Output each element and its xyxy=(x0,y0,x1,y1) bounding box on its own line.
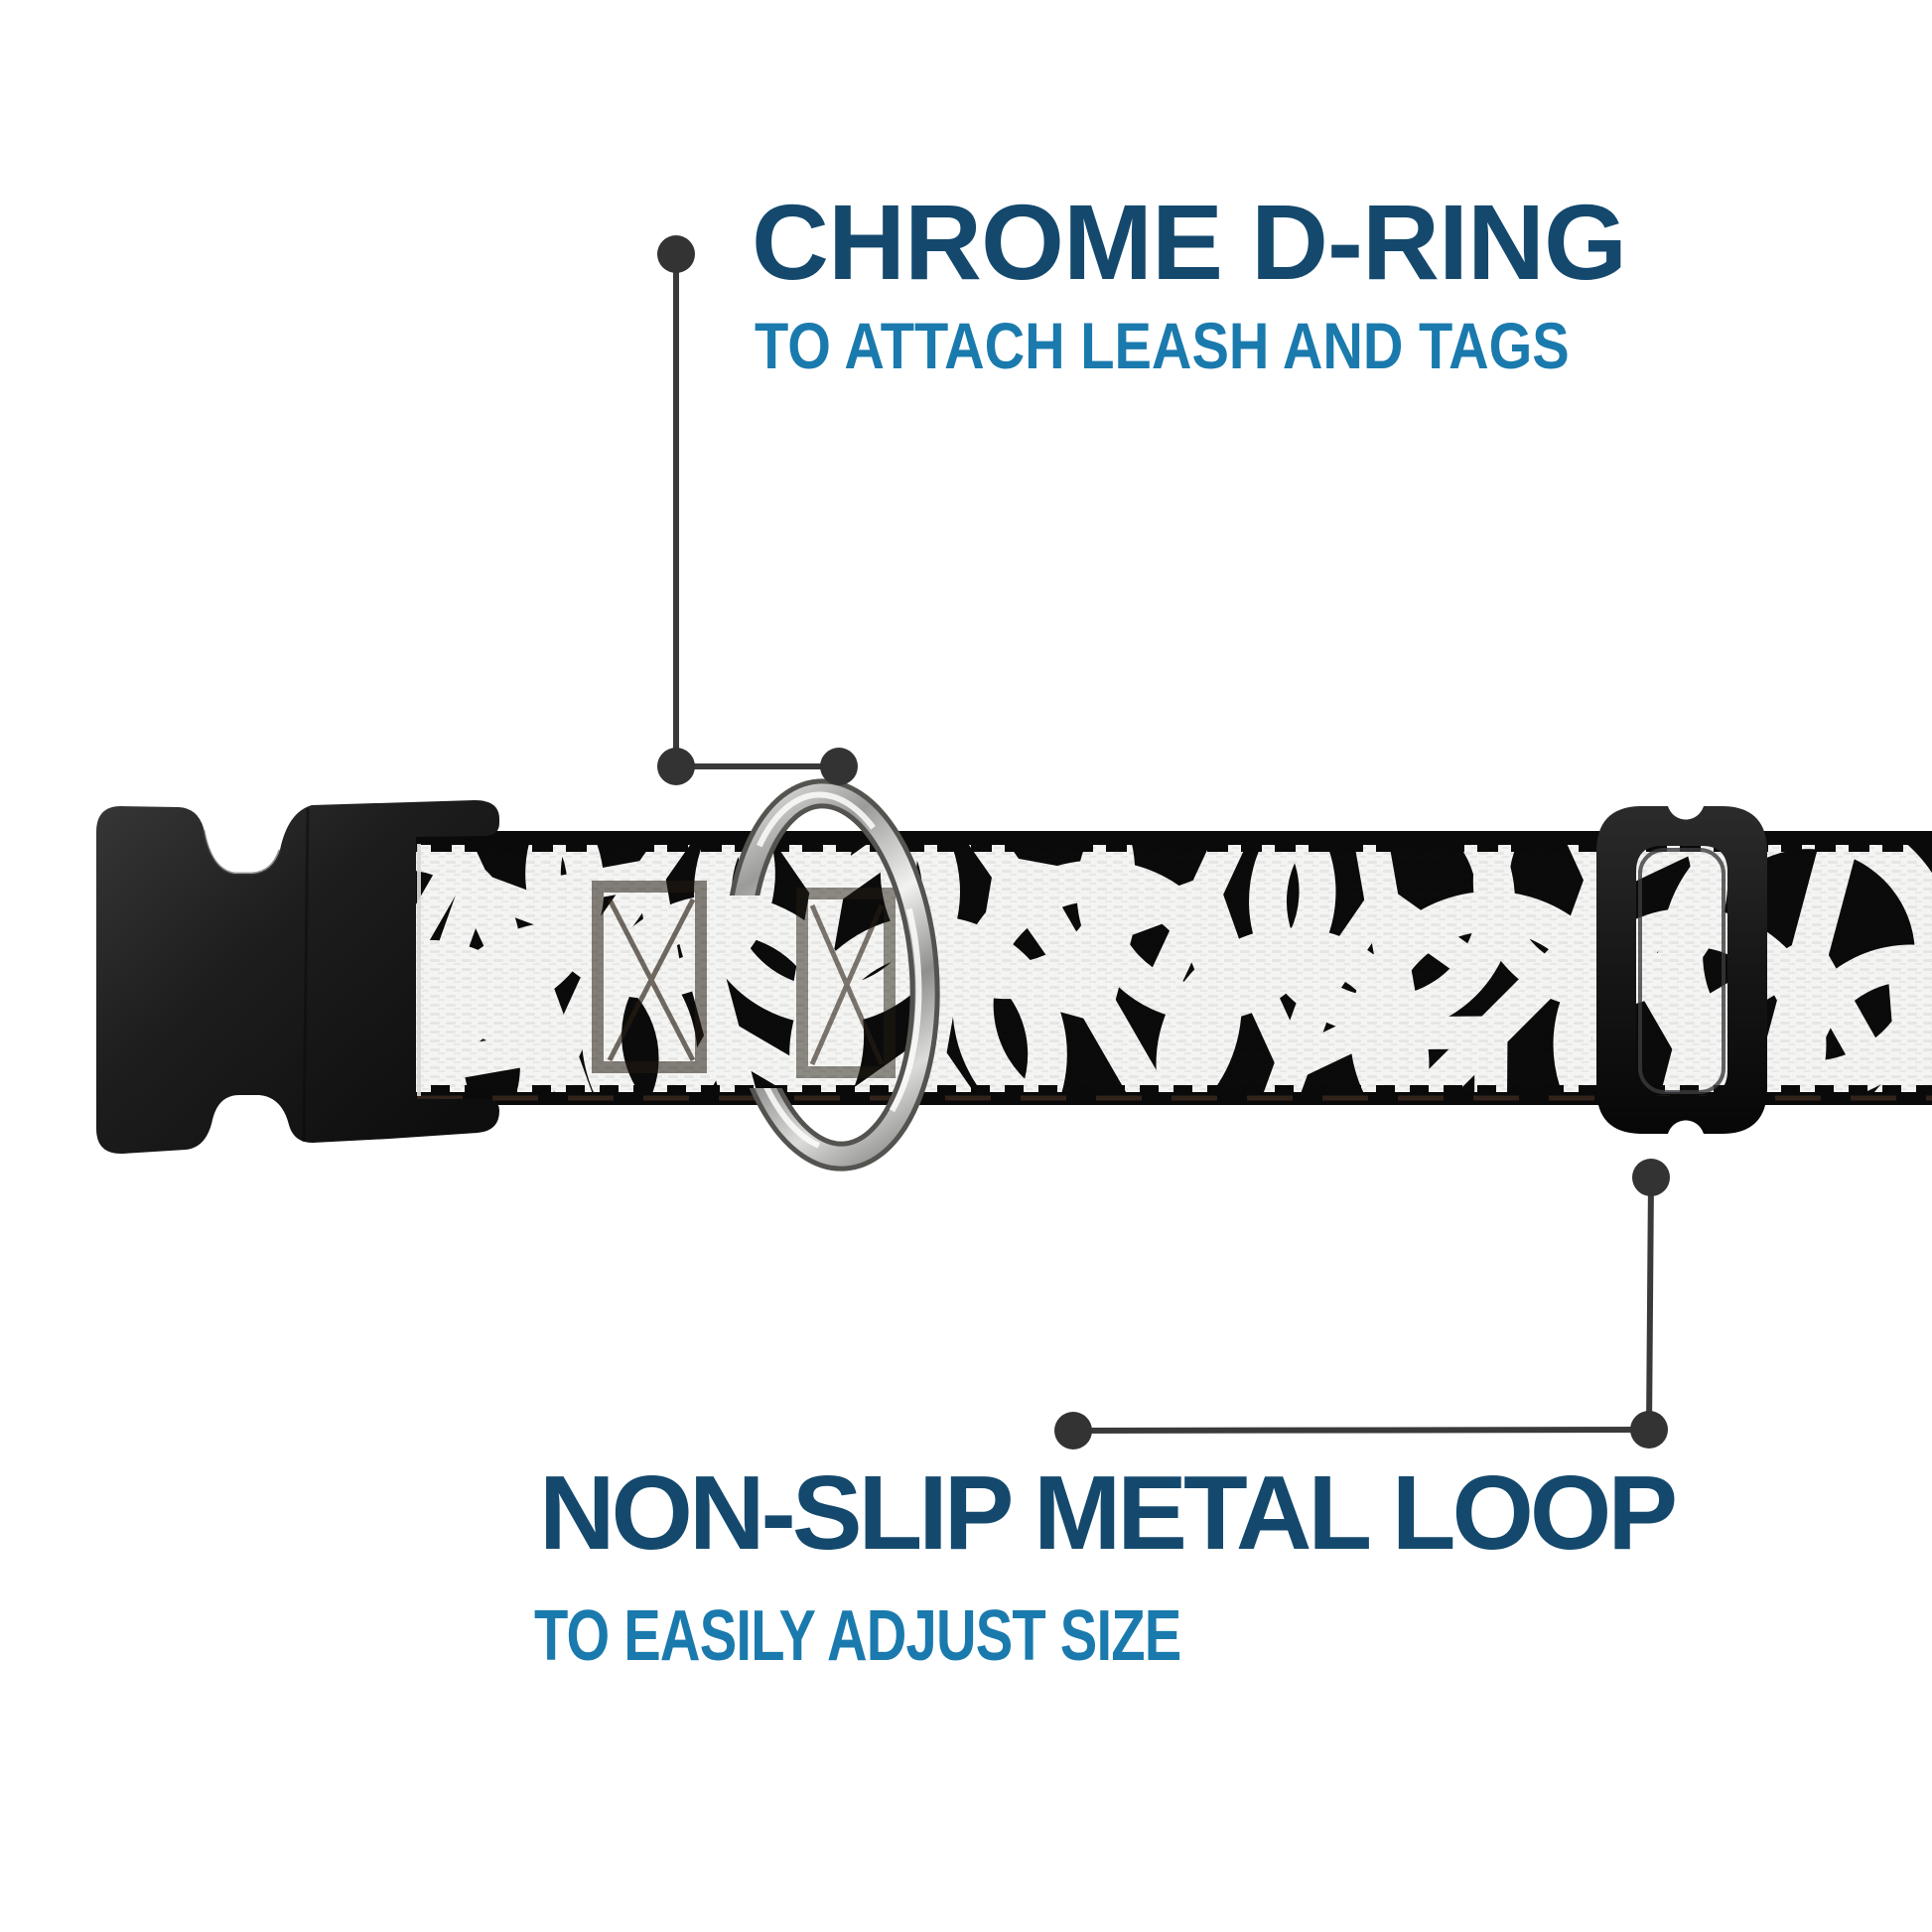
callout-dot xyxy=(657,235,695,273)
callout-connector-slide-loop xyxy=(1054,1159,1670,1449)
collar-webbing xyxy=(269,720,1932,1231)
callout-connector-d-ring xyxy=(657,235,858,785)
callout-subtitle-slide-loop: TO EASILY ADJUST SIZE xyxy=(534,1596,1181,1676)
callout-title-d-ring: CHROME D-RING xyxy=(752,182,1627,302)
callout-dot xyxy=(1054,1412,1092,1449)
metal-slide-loop xyxy=(1596,806,1767,1134)
callout-subtitle-d-ring: TO ATTACH LEASH AND TAGS xyxy=(755,309,1570,382)
callout-dot xyxy=(657,748,695,785)
side-release-buckle xyxy=(96,800,499,1155)
callout-dot xyxy=(1632,1159,1670,1196)
callout-title-slide-loop: NON-SLIP METAL LOOP xyxy=(539,1454,1678,1572)
callout-dot xyxy=(820,748,858,785)
callout-dot xyxy=(1630,1411,1668,1449)
